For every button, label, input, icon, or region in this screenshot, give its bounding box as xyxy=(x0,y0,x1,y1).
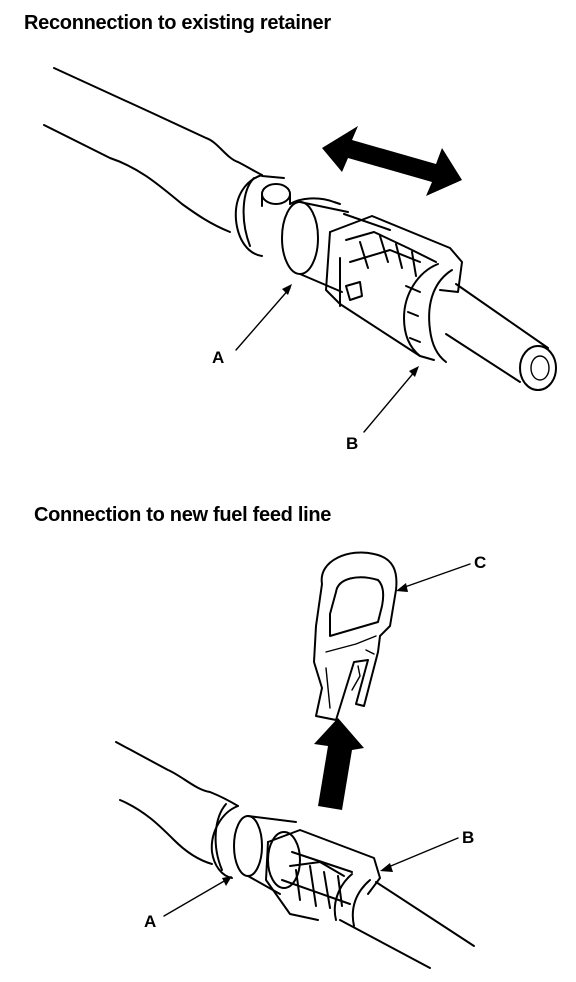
double-arrow-icon xyxy=(322,126,462,196)
bottom-fuel-hose xyxy=(115,741,239,879)
bottom-callout-b: B xyxy=(462,828,475,847)
top-fuel-hose xyxy=(43,67,263,257)
top-callout-b: B xyxy=(346,434,359,453)
bottom-callout-leaders xyxy=(163,563,471,917)
top-connector-ring-a xyxy=(281,197,349,293)
bottom-callout-c: C xyxy=(474,553,487,572)
bottom-callout-a: A xyxy=(144,912,157,931)
top-callout-a: A xyxy=(212,348,225,367)
top-retainer-b xyxy=(325,215,463,363)
top-callout-leaders xyxy=(235,284,419,433)
reconnection-title: Reconnection to existing retainer xyxy=(24,12,331,34)
bottom-fuel-pipe xyxy=(339,881,475,969)
top-hose-collar xyxy=(261,175,291,207)
top-fuel-pipe xyxy=(343,213,557,391)
up-arrow-icon xyxy=(314,718,364,810)
retainer-clip-c xyxy=(313,551,398,721)
new-connection-title: Connection to new fuel feed line xyxy=(34,504,332,526)
bottom-retainer-b xyxy=(265,829,381,927)
